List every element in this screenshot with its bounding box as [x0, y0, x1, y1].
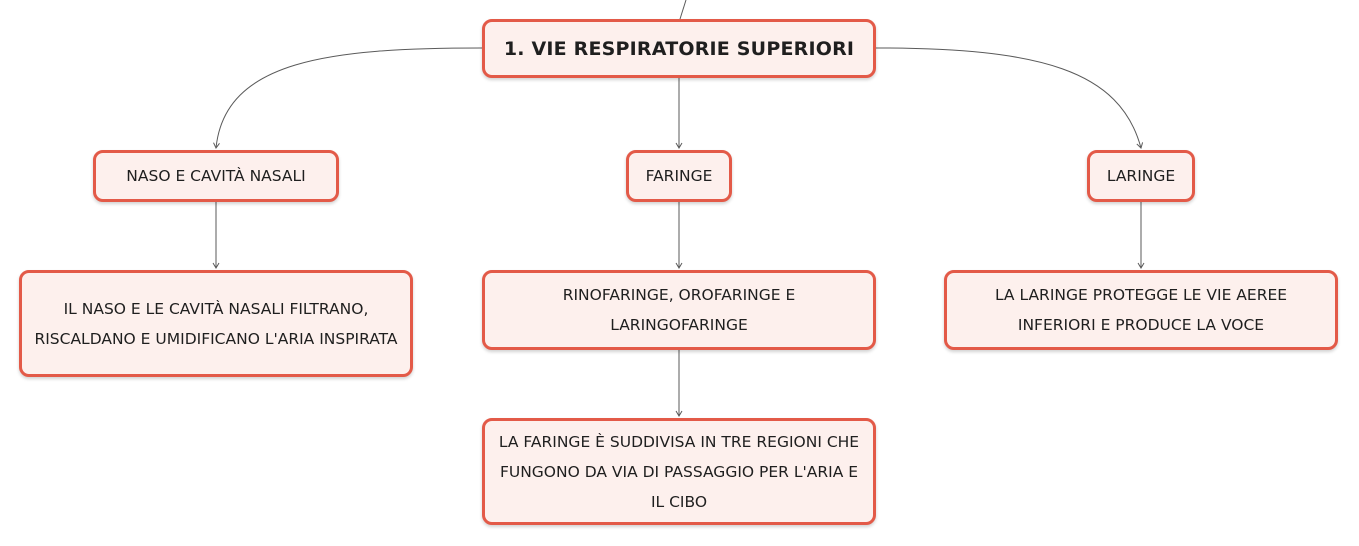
node-faringe-detail[interactable]: LA FARINGE È SUDDIVISA IN TRE REGIONI CH…: [482, 418, 876, 525]
connector-root-laringe: [875, 47, 1144, 149]
node-naso-detail-text: IL NASO E LE CAVITÀ NASALI FILTRANO, RIS…: [34, 299, 398, 348]
node-naso-cavita-nasali[interactable]: NASO E CAVITÀ NASALI: [93, 150, 339, 202]
node-faringe-label: FARINGE: [645, 167, 713, 185]
root-node-label: 1. VIE RESPIRATORIE SUPERIORI: [503, 37, 855, 60]
node-laringe-detail[interactable]: LA LARINGE PROTEGGE LE VIE AEREE INFERIO…: [944, 270, 1338, 350]
node-faringe[interactable]: FARINGE: [626, 150, 732, 202]
node-faringe-regions-text: RINOFARINGE, OROFARINGE E LARINGOFARINGE: [562, 286, 796, 334]
node-laringe-label: LARINGE: [1106, 167, 1176, 185]
connector-root-naso: [213, 47, 483, 149]
node-faringe-detail-text: LA FARINGE È SUDDIVISA IN TRE REGIONI CH…: [498, 432, 860, 511]
node-naso-label: NASO E CAVITÀ NASALI: [126, 167, 306, 185]
node-faringe-regions[interactable]: RINOFARINGE, OROFARINGE E LARINGOFARINGE: [482, 270, 876, 350]
node-laringe[interactable]: LARINGE: [1087, 150, 1195, 202]
root-node[interactable]: 1. VIE RESPIRATORIE SUPERIORI: [482, 19, 876, 78]
incoming-connector: [679, 0, 687, 20]
node-laringe-detail-text: LA LARINGE PROTEGGE LE VIE AEREE INFERIO…: [994, 286, 1288, 334]
node-naso-detail[interactable]: IL NASO E LE CAVITÀ NASALI FILTRANO, RIS…: [19, 270, 413, 377]
